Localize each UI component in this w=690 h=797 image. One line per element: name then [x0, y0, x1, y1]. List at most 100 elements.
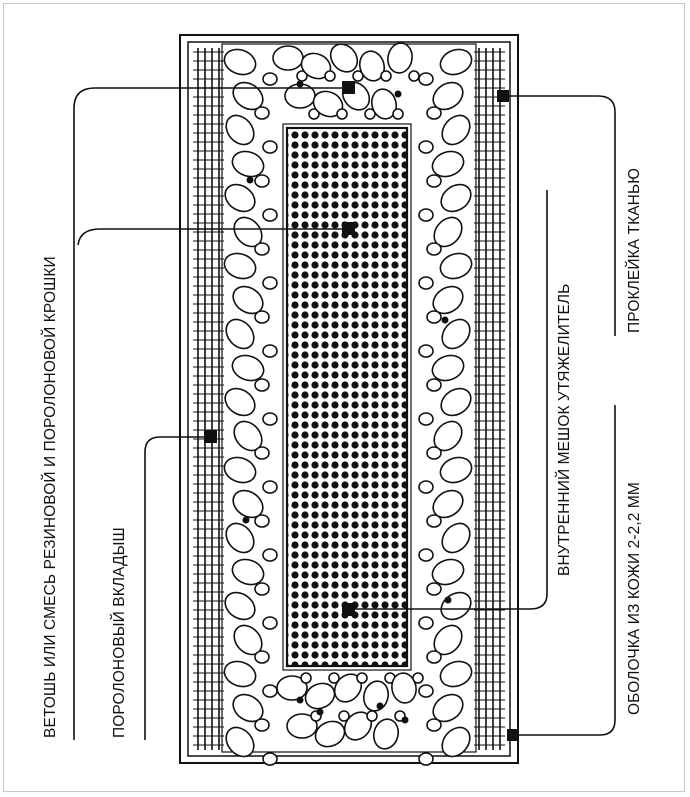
filler-pebble [276, 675, 308, 701]
filler-pebble [432, 489, 464, 519]
filler-pebble [439, 456, 473, 484]
marker-inner-bag [342, 603, 355, 616]
filler-pebble [441, 726, 471, 758]
filler-pebble [232, 693, 264, 723]
label-fabric-lining: ПРОКЛЕЙКА ТКАНЬЮ [626, 167, 643, 333]
filler-pebble [418, 276, 434, 290]
marker-foam-insert [204, 430, 217, 443]
marker-filler-top [342, 81, 355, 94]
filler-pebble [231, 558, 265, 586]
inner-weight-bag [285, 126, 409, 668]
filler-pebble [254, 378, 270, 392]
filler-zone-border [221, 43, 477, 753]
filler-pebble [426, 310, 442, 324]
filler-pebble [308, 108, 320, 120]
leader-filler-2 [77, 228, 349, 246]
filler-pebble [439, 252, 473, 280]
filler-pebble [254, 446, 270, 460]
label-leather-shell: ОБОЛОЧКА ИЗ КОЖИ 2-2,2 ММ [626, 482, 643, 715]
filler-dot [296, 80, 304, 88]
leader-markers [204, 81, 519, 741]
filler-dot [401, 716, 409, 724]
filler-pebble [254, 174, 270, 188]
leather-shell-inner [187, 41, 511, 757]
filler-pebble [418, 684, 434, 698]
filler-pebble [262, 480, 278, 494]
filler-pebble [370, 88, 398, 120]
filler-pebble [431, 150, 465, 178]
filler-pebble [380, 70, 392, 82]
marker-filler-mid [342, 222, 355, 235]
filler-pebble [418, 548, 434, 562]
filler-dot [441, 316, 449, 324]
marker-fabric-lining [497, 90, 509, 102]
filler-pebble [225, 114, 255, 146]
filler-pebble [223, 660, 257, 688]
filler-pebble [254, 582, 270, 596]
leader-fabric-lining [503, 95, 616, 336]
filler-pebble [232, 489, 264, 519]
filler-pebble [286, 713, 318, 739]
filler-pebble [225, 318, 255, 350]
filler-dot [242, 516, 250, 524]
label-inner-bag: ВНУТРЕННИЙ МЕШОК УТЯЖЕЛИТЕЛЬ [556, 283, 573, 576]
filler-pebble [262, 684, 278, 698]
filler-dot [376, 702, 384, 710]
filler-pebble [262, 752, 278, 766]
filler-pebble [336, 108, 348, 120]
filler-pebble [412, 672, 424, 684]
filler-pebble [223, 48, 257, 76]
leader-inner-bag [349, 190, 548, 610]
filler-pebble [231, 150, 265, 178]
filler-pebble [254, 514, 270, 528]
filler-pebble [418, 752, 434, 766]
filler-pebble [262, 344, 278, 358]
image-frame [3, 3, 685, 792]
filler-pebble [426, 582, 442, 596]
filler-pebble [262, 412, 278, 426]
filler-pebble [439, 48, 473, 76]
filler-pebble [358, 50, 386, 82]
filler-pebble [418, 344, 434, 358]
filler-pebble [329, 43, 359, 73]
filler-dot [444, 596, 452, 604]
filler-pebble [272, 45, 304, 71]
filler-dot [296, 696, 304, 704]
filler-pebble [426, 514, 442, 528]
filler-pebble [387, 42, 413, 74]
fabric-lining-right [474, 48, 505, 750]
filler-pebble [426, 446, 442, 460]
filler-pebble [254, 650, 270, 664]
filler-dot [246, 176, 254, 184]
filler-pebble [418, 480, 434, 494]
filler-pebble [426, 718, 442, 732]
filler-pebble [262, 616, 278, 630]
filler-pebble [300, 672, 312, 684]
filler-pebble [314, 720, 346, 748]
filler-pebble [224, 591, 256, 621]
filler-pebble [440, 183, 472, 213]
leader-leather-shell [513, 405, 616, 736]
filler-pebble [262, 548, 278, 562]
filler-pebble [232, 285, 264, 315]
filler-pebble [426, 242, 442, 256]
filler-pebble [431, 354, 465, 382]
filler-pebble [232, 81, 264, 111]
filler-pebble [440, 387, 472, 417]
filler-pebble [418, 208, 434, 222]
filler-pebble [432, 81, 464, 111]
filler-pebble [224, 183, 256, 213]
filler-pebble [324, 70, 336, 82]
filler-pebble [328, 672, 340, 684]
filler-pebble [254, 242, 270, 256]
filler-pebble [304, 682, 336, 710]
filler-pebble [372, 718, 400, 750]
label-foam-insert: ПОРОЛОНОВЫЙ ВКЛАДЫШ [111, 527, 128, 738]
filler-pebble [296, 70, 308, 82]
filler-pebble [432, 693, 464, 723]
filler-pebble [441, 114, 471, 146]
filler-pebble [262, 208, 278, 222]
filler-pebbles [223, 42, 473, 766]
